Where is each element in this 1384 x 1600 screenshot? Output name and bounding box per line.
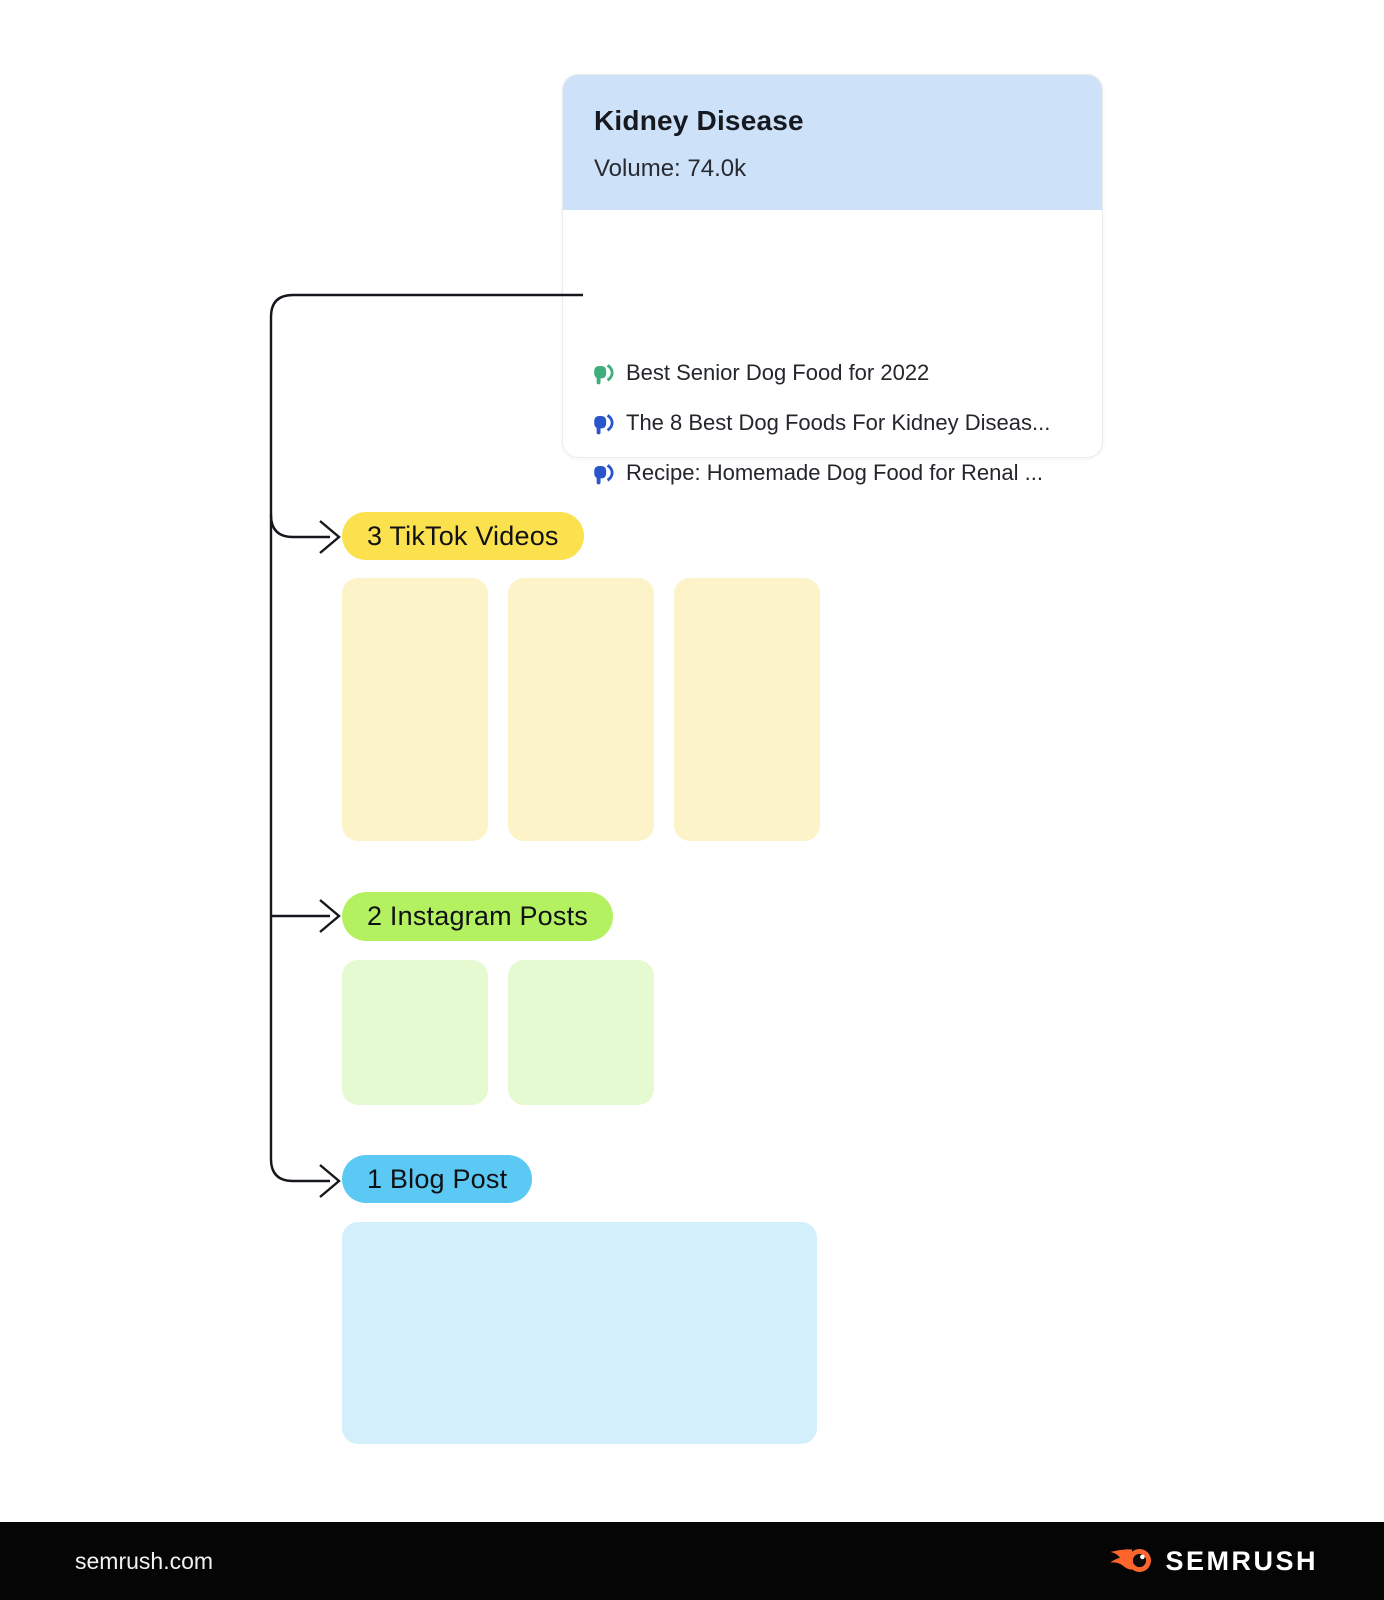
- tiktok-video-placeholder: [674, 578, 820, 841]
- article-item: The 8 Best Dog Foods For Kidney Diseas..…: [591, 409, 1050, 437]
- keyword-volume: Volume: 74.0k: [594, 155, 747, 182]
- article-title: The 8 Best Dog Foods For Kidney Diseas..…: [626, 410, 1051, 435]
- megaphone-icon: [594, 364, 614, 385]
- semrush-logo: SEMRUSH: [1109, 1546, 1318, 1577]
- article-item: Best Senior Dog Food for 2022: [591, 359, 929, 387]
- semrush-brand-name: SEMRUSH: [1165, 1545, 1318, 1576]
- megaphone-icon: [594, 464, 614, 485]
- tiktok-video-placeholder: [508, 578, 654, 841]
- instagram-post-placeholder: [342, 960, 488, 1105]
- semrush-flame-icon: [1110, 1549, 1152, 1572]
- arrowhead-tiktok: [319, 520, 341, 554]
- keyword-card: Kidney Disease Volume: 74.0k Best Senior: [562, 74, 1103, 485]
- arrowhead-instagram: [319, 899, 341, 933]
- arrowhead-blog: [319, 1164, 341, 1198]
- blog-post-pill: 1 Blog Post: [342, 1155, 533, 1203]
- keyword-card-header: [563, 75, 1102, 210]
- article-title: Recipe: Homemade Dog Food for Renal ...: [626, 460, 1043, 485]
- instagram-posts-pill: 2 Instagram Posts: [342, 892, 613, 941]
- tiktok-videos-pill: 3 TikTok Videos: [342, 512, 584, 560]
- megaphone-icon: [594, 414, 614, 435]
- instagram-post-placeholder: [508, 960, 654, 1105]
- footer-bar: semrush.com SEMRUSH: [0, 1522, 1384, 1600]
- keyword-title: Kidney Disease: [594, 105, 804, 136]
- branch-tiktok-line: [269, 514, 330, 539]
- article-item: Recipe: Homemade Dog Food for Renal ...: [591, 459, 1043, 487]
- keyword-card-body: Best Senior Dog Food for 2022 The 8 Best…: [563, 210, 1102, 485]
- tiktok-video-placeholder: [342, 578, 488, 841]
- footer-site-url: semrush.com: [75, 1547, 214, 1574]
- article-title: Best Senior Dog Food for 2022: [626, 360, 930, 385]
- blog-post-placeholder: [342, 1222, 817, 1444]
